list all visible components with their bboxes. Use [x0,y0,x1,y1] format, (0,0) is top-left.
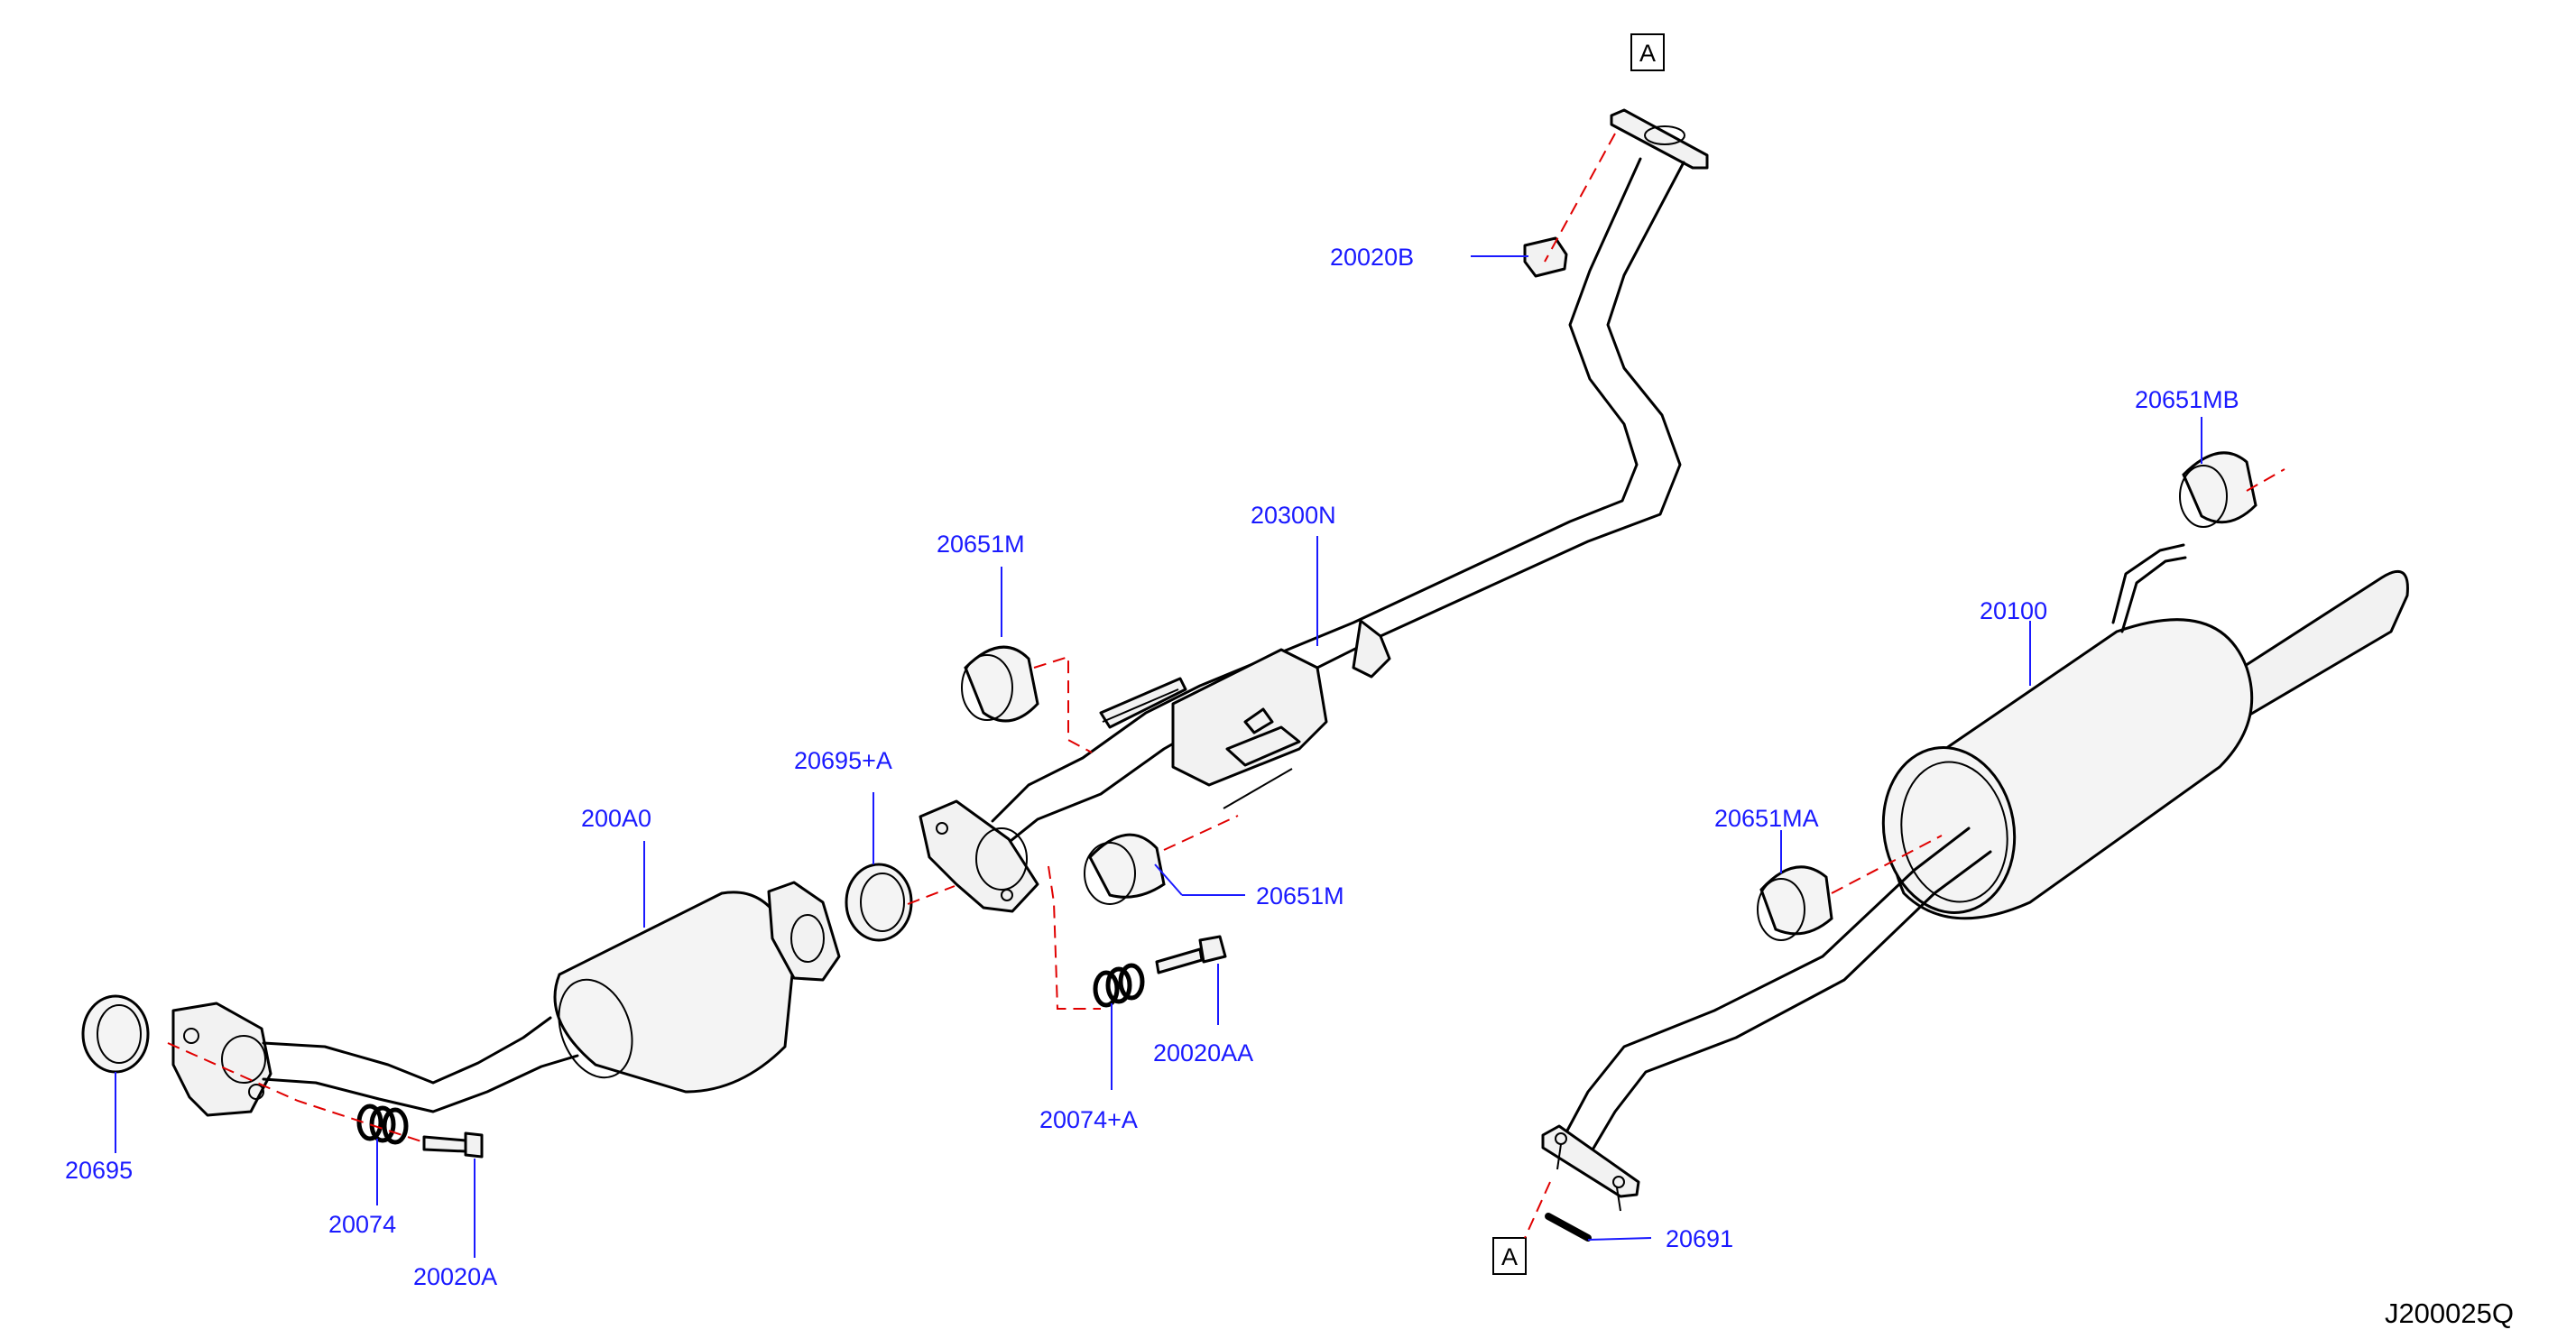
ref-marker-top: A [1630,33,1665,71]
label-20695A: 20695+A [794,747,892,774]
hanger-20651MA [1757,865,1833,941]
label-20651M-top: 20651M [937,531,1025,558]
nut-20020B [1523,236,1568,278]
label-20651MA: 20651MA [1714,805,1819,832]
gasket-20695 [81,994,150,1074]
bolt-20020A [422,1131,484,1159]
main-muffler-20100 [1541,543,2409,1212]
gasket-20695A [845,863,913,942]
spring-20074 [356,1104,409,1145]
spring-20074A [1093,963,1145,1008]
bolt-20020AA [1155,935,1227,974]
label-20651M-right: 20651M [1256,882,1344,910]
label-20300N: 20300N [1251,502,1336,529]
label-20074A: 20074+A [1039,1106,1138,1133]
label-20020AA: 20020AA [1153,1039,1253,1067]
label-20020B: 20020B [1330,244,1414,271]
part-labels: 20695 20074 20020A 200A0 20695+A 20651M … [65,244,2239,1290]
label-20691: 20691 [1666,1225,1733,1252]
label-20100: 20100 [1980,597,2047,624]
label-20651MB: 20651MB [2135,386,2239,413]
hanger-20651MB [2179,451,2257,528]
hanger-20651M-top [961,645,1039,723]
label-20020A: 20020A [413,1263,497,1290]
label-200A0: 200A0 [581,805,651,832]
ref-marker-bottom: A [1492,1237,1527,1275]
leader-lines [115,255,2202,1258]
catalytic-converter-200A0 [171,881,841,1117]
diagram-code: J200025Q [2385,1297,2514,1329]
ref-marker-bottom-label: A [1501,1243,1518,1270]
ref-marker-top-label: A [1639,40,1656,67]
hanger-20651M-right [1084,833,1166,905]
front-pipe-20300N [919,108,1709,913]
label-20695: 20695 [65,1157,133,1184]
seal-ring-20691 [1545,1213,1592,1242]
label-20074: 20074 [328,1211,396,1238]
assembly-lines [167,133,2285,1239]
